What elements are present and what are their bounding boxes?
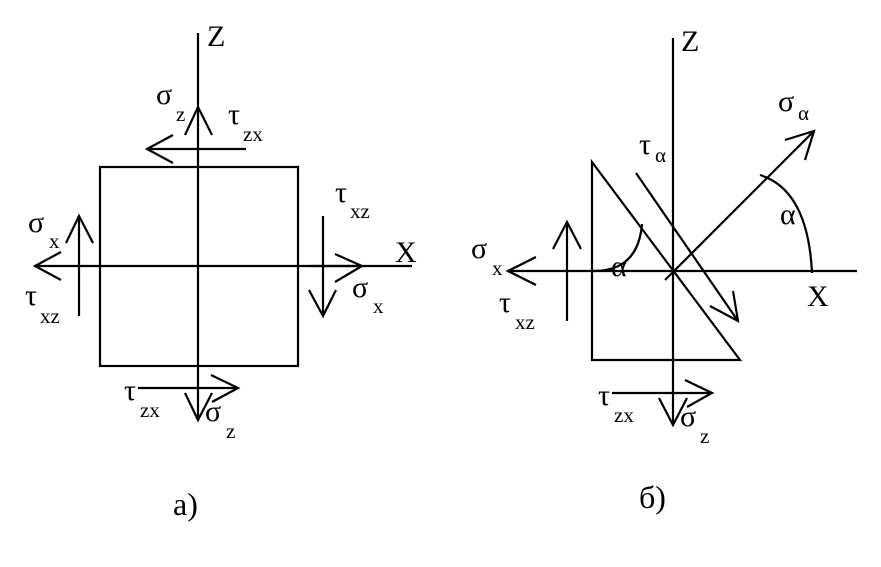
sigma-x-left-label: σ <box>28 206 44 239</box>
sigma-x-arrowhead <box>505 256 537 286</box>
sigma-z-bottom-label: σ <box>205 395 221 428</box>
tau-xz-left-arrow <box>65 213 94 316</box>
sigma-x-right-label: σ <box>352 271 368 304</box>
sigma-x-left-sub: x <box>49 229 60 253</box>
tau-zx-bottom-sub: zx <box>140 398 160 422</box>
tau-xz-left-sub: xz <box>40 304 60 328</box>
tau-alpha-sub: α <box>655 143 666 167</box>
angle-arc-right <box>759 173 814 274</box>
tau-zx-bottom-arrow <box>138 374 241 403</box>
tau-zx-arrow <box>612 379 715 408</box>
tau-alpha-arrow <box>635 172 740 324</box>
tau-xz-right-sub: xz <box>350 199 370 223</box>
sigma-x-right-arrow <box>311 252 365 283</box>
element-triangle <box>590 158 743 362</box>
tau-xz-left-label: τ <box>25 279 37 312</box>
tau-xz-arrow <box>552 219 582 321</box>
caption-a: а) <box>173 486 198 522</box>
sigma-x-right-sub: x <box>373 294 384 318</box>
angle-arc-left <box>591 223 644 273</box>
x-axis-label: X <box>807 280 829 313</box>
tau-xz-right-label: τ <box>335 176 347 209</box>
tau-alpha-label: τ <box>639 128 651 161</box>
tau-zx-bottom-label: τ <box>124 374 136 407</box>
sigma-alpha-label: σ <box>778 85 794 118</box>
sigma-z-arrowhead <box>658 397 688 428</box>
tau-xz-sub: xz <box>515 310 535 334</box>
angle-left-label: α <box>611 250 627 283</box>
sigma-z-bottom-arrowhead <box>184 392 213 423</box>
diagram-b: Z X σ α τ α α α σ x τ xz τ zx σ z б) <box>471 25 857 515</box>
tau-xz-label: τ <box>499 286 511 319</box>
x-axis-label: X <box>395 236 417 269</box>
sigma-z-bottom-sub: z <box>226 419 235 443</box>
sigma-z-top-sub: z <box>176 102 185 126</box>
sigma-alpha-arrow <box>664 129 816 281</box>
diagram-a: Z X σ z τ zx σ x τ xz τ xz σ x τ zx σ z … <box>25 20 417 522</box>
tau-zx-label: τ <box>598 379 610 412</box>
sigma-z-top-arrowhead <box>184 104 213 136</box>
sigma-x-sub: x <box>492 256 503 280</box>
sigma-alpha-sub: α <box>798 101 809 125</box>
angle-right-label: α <box>780 198 796 231</box>
tau-zx-top-sub: zx <box>243 122 263 146</box>
sigma-z-label: σ <box>680 400 696 433</box>
sigma-z-sub: z <box>700 424 709 448</box>
z-axis-label: Z <box>681 25 699 58</box>
sigma-z-top-label: σ <box>156 78 172 111</box>
tau-zx-top-label: τ <box>228 98 240 131</box>
tau-zx-top-arrow <box>144 134 246 164</box>
sigma-x-left-arrowhead <box>32 251 62 281</box>
tau-zx-sub: zx <box>614 403 634 427</box>
sigma-x-label: σ <box>471 232 487 265</box>
caption-b: б) <box>639 479 666 515</box>
z-axis-label: Z <box>207 20 225 53</box>
